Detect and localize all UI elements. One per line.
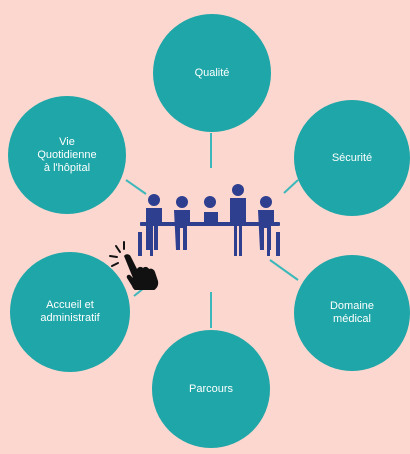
node-qualite[interactable]: Qualité	[153, 14, 271, 132]
node-securite-label: Sécurité	[331, 151, 373, 164]
node-accueil[interactable]: Accueil et administratif	[10, 252, 130, 372]
hand-pointer-icon	[109, 241, 159, 290]
meeting-team-icon	[138, 184, 280, 256]
node-domaine-medical-label: Domaine médical	[329, 300, 375, 325]
node-parcours[interactable]: Parcours	[152, 330, 270, 448]
node-qualite-label: Qualité	[194, 66, 230, 79]
node-domaine-medical[interactable]: Domaine médical	[294, 255, 410, 371]
connector-vie-quotidienne	[125, 179, 147, 195]
node-accueil-label: Accueil et administratif	[40, 299, 100, 324]
connector-securite	[283, 179, 299, 194]
node-vie-quotidienne-label: Vie Quotidienne à l'hôpital	[37, 135, 97, 174]
node-vie-quotidienne[interactable]: Vie Quotidienne à l'hôpital	[8, 96, 126, 214]
node-parcours-label: Parcours	[188, 382, 234, 395]
node-securite[interactable]: Sécurité	[294, 100, 410, 216]
connector-domaine-medical	[269, 259, 299, 281]
